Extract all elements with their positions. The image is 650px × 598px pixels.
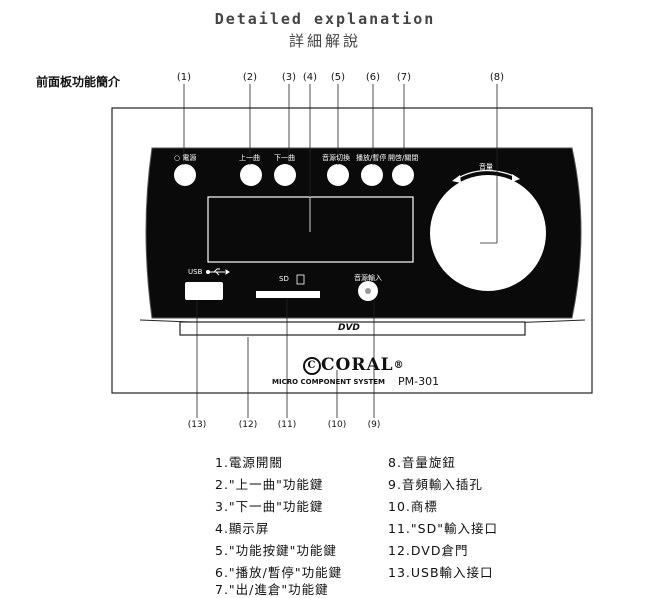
play-pause-label: 播放/暫停 [356, 154, 387, 162]
callout-4: (4) [302, 72, 318, 83]
sd-label: SD [279, 275, 289, 283]
title-chinese: 詳細解說 [288, 32, 361, 50]
next-label: 下一曲 [274, 154, 295, 162]
power-label: ○ 電源 [174, 154, 197, 162]
callout-2: (2) [242, 72, 258, 83]
callout-1: (1) [176, 72, 192, 83]
model-number: PM-301 [398, 375, 440, 388]
dvd-tray [179, 321, 526, 336]
legend-item-10: 10.商標 [388, 499, 438, 514]
legend-item-8: 8.音量旋鈕 [388, 455, 456, 470]
callout-7: (7) [396, 72, 412, 83]
legend-item-3: 3."下一曲"功能鍵 [215, 499, 324, 514]
callout-5: (5) [330, 72, 346, 83]
prev-button [240, 164, 262, 186]
callout-6: (6) [365, 72, 381, 83]
callout-9: (9) [367, 420, 381, 430]
legend-item-2: 2."上一曲"功能鍵 [215, 477, 324, 492]
legend-item-5: 5."功能按鍵"功能鍵 [215, 543, 337, 558]
usb-icon [206, 268, 230, 276]
volume-knob [430, 175, 546, 291]
section-label: 前面板功能簡介 [36, 75, 121, 89]
eject-button [392, 164, 414, 186]
leader-lines-bottom [196, 299, 375, 418]
usb-port [185, 282, 223, 300]
prev-label: 上一曲 [239, 154, 260, 162]
legend-item-1: 1.電源開關 [215, 455, 283, 470]
legend-item-13: 13.USB輸入接口 [388, 565, 494, 580]
callout-10: (10) [327, 420, 347, 430]
callout-11: (11) [277, 420, 297, 430]
legend-item-4: 4.顯示屏 [215, 521, 270, 536]
legend-item-11: 11."SD"輸入接口 [388, 521, 498, 536]
legend-item-9: 9.音頻輸入插孔 [388, 477, 483, 492]
volume-label: 音量 [479, 163, 493, 171]
callout-8: (8) [489, 72, 505, 83]
sd-card-icon [296, 274, 305, 285]
callout-3: (3) [281, 72, 297, 83]
power-button [174, 164, 196, 186]
product-subtitle: MICRO COMPONENT SYSTEM [272, 378, 386, 386]
aux-label: 音源輸入 [354, 274, 382, 282]
eject-label: 開啓/關閉 [388, 154, 419, 162]
callout-12: (12) [238, 420, 258, 430]
brand-c-icon: C [303, 357, 321, 375]
legend-item-6: 6."播放/暫停"功能鍵 [215, 565, 343, 580]
legend-item-12: 12.DVD倉門 [388, 543, 469, 558]
callout-13: (13) [187, 420, 207, 430]
next-button [274, 164, 296, 186]
dvd-tray-label: DVD [338, 323, 360, 333]
legend-item-7: 7."出/進倉"功能鍵 [215, 582, 329, 597]
display-screen [207, 196, 414, 263]
usb-label: USB [188, 268, 203, 276]
function-label: 音源切換 [322, 154, 350, 162]
play-pause-button [361, 164, 383, 186]
function-button [327, 164, 349, 186]
title-english: Detailed explanation [214, 10, 436, 28]
sd-slot [256, 291, 320, 298]
